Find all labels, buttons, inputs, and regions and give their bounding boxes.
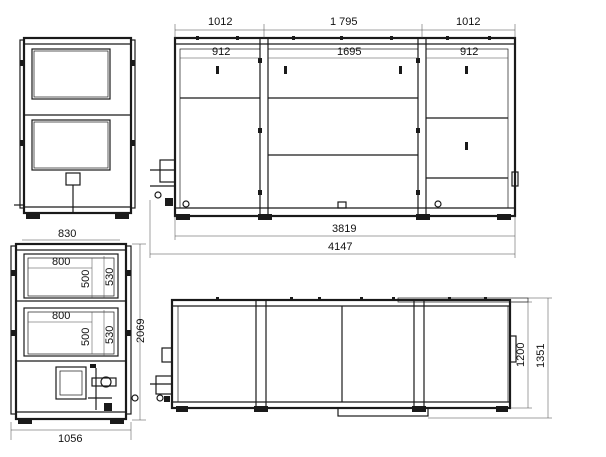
dim-830: 830 <box>58 228 76 240</box>
dim-800-upper: 800 <box>52 256 70 268</box>
front-elevation-large <box>10 242 139 424</box>
dim-530-upper: 530 <box>104 268 116 286</box>
bolt-row <box>196 36 491 40</box>
dim-912-right: 912 <box>460 46 478 58</box>
dim-1012-right: 1012 <box>456 16 480 28</box>
dim-800-lower: 800 <box>52 310 70 322</box>
dim-1200: 1200 <box>515 343 527 367</box>
side-elevation <box>150 297 529 417</box>
front-dimensions: 830 800 800 500 530 500 530 2069 1056 <box>10 228 147 445</box>
dim-2069: 2069 <box>135 319 147 343</box>
dim-500-lower: 500 <box>80 328 92 346</box>
dim-3819: 3819 <box>332 223 356 235</box>
plan-dimensions: 1012 1 795 1012 912 1695 912 3819 4147 <box>149 16 516 258</box>
dim-1695: 1695 <box>337 46 361 58</box>
dim-1795: 1 795 <box>330 16 358 28</box>
dim-1012-left: 1012 <box>208 16 232 28</box>
dim-912-left: 912 <box>212 46 230 58</box>
dim-1056: 1056 <box>58 433 82 445</box>
dim-4147: 4147 <box>328 241 352 253</box>
dim-500-upper: 500 <box>80 270 92 288</box>
plan-view <box>150 36 519 220</box>
side-dimensions: 1200 1351 <box>428 297 552 419</box>
dim-1351: 1351 <box>535 344 547 368</box>
dim-530-lower: 530 <box>104 326 116 344</box>
front-elevation-small <box>14 36 136 219</box>
